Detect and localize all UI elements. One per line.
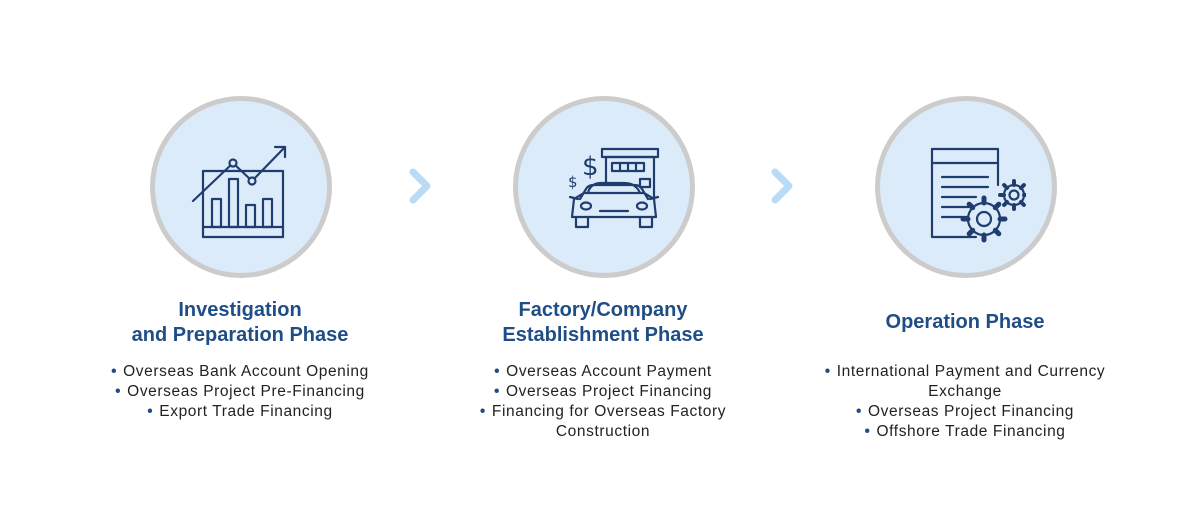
chevron-right-icon	[409, 168, 431, 204]
phase-title-line: and Preparation Phase	[131, 324, 349, 346]
list-item-text: Overseas Bank Account Opening	[123, 363, 369, 380]
phase-bullet-list: •Overseas Bank Account Opening •Overseas…	[70, 362, 410, 422]
bullet-dot: •	[115, 383, 122, 400]
phase-icon-circle	[875, 96, 1057, 278]
list-item-text: Overseas Project Financing	[868, 403, 1075, 420]
list-item-text: Offshore Trade Financing	[876, 423, 1066, 440]
phase-title: Operation Phase	[795, 310, 1135, 335]
chevron-right-icon	[771, 168, 793, 204]
bullet-dot: •	[147, 403, 154, 420]
list-item: • Financing for Overseas Factory	[433, 402, 773, 422]
svg-text:$: $	[582, 152, 599, 182]
list-item-text: Financing for Overseas Factory	[491, 403, 727, 420]
phase-bullet-list: • International Payment and Currency Exch…	[795, 362, 1135, 442]
phase-establishment: $ $ Factory/Company Establishment Phase …	[433, 0, 773, 522]
car-factory-dollar-icon: $ $	[568, 147, 660, 229]
bullet-dot: •	[111, 363, 118, 380]
phase-title-line: Operation Phase	[885, 311, 1045, 333]
list-item-text: Overseas Account Payment	[506, 363, 712, 380]
bullet-dot: •	[479, 403, 486, 420]
list-item: • International Payment and Currency	[795, 362, 1135, 382]
list-item-continuation: Exchange	[795, 382, 1135, 402]
bullet-dot: •	[855, 403, 863, 420]
list-item: • Export Trade Financing	[70, 402, 410, 422]
bullet-dot: •	[864, 423, 871, 440]
list-item: • Overseas Account Payment	[433, 362, 773, 382]
list-item-text: Overseas Project Financing	[506, 383, 713, 400]
bullet-dot: •	[824, 363, 831, 380]
bar-chart-growth-icon	[191, 145, 287, 239]
document-gears-icon	[930, 147, 1026, 243]
list-item-text: Export Trade Financing	[159, 403, 333, 420]
bullet-dot: •	[493, 383, 501, 400]
phase-investigation: Investigation and Preparation Phase •Ove…	[70, 0, 410, 522]
list-item: • Overseas Project Financing	[795, 402, 1135, 422]
list-item: • Overseas Bank Account Opening	[70, 362, 410, 382]
phase-icon-circle: $ $	[513, 96, 695, 278]
bullet-dot: •	[494, 363, 501, 380]
list-item: • Overseas Project Financing	[433, 382, 773, 402]
phase-title: Factory/Company Establishment Phase	[433, 298, 773, 348]
phase-bullet-list: • Overseas Account Payment • Overseas Proj…	[433, 362, 773, 442]
phase-icon-circle	[150, 96, 332, 278]
phase-title-line: Investigation	[178, 299, 302, 321]
phase-title-line: Establishment Phase	[502, 324, 704, 346]
svg-text:$: $	[568, 173, 578, 191]
list-item-text: Construction	[555, 423, 651, 440]
list-item-text: Exchange	[928, 383, 1002, 400]
list-item-text: International Payment and Currency	[836, 363, 1106, 380]
list-item-text: Overseas Project Pre-Financing	[127, 383, 365, 400]
list-item-continuation: Construction	[433, 422, 773, 442]
phase-title-line: Factory/Company	[518, 299, 688, 321]
list-item: • Overseas Project Pre-Financing	[70, 382, 410, 402]
phase-title: Investigation and Preparation Phase	[70, 298, 410, 348]
list-item: • Offshore Trade Financing	[795, 422, 1135, 442]
phase-operation: Operation Phase • International Payment a…	[795, 0, 1135, 522]
